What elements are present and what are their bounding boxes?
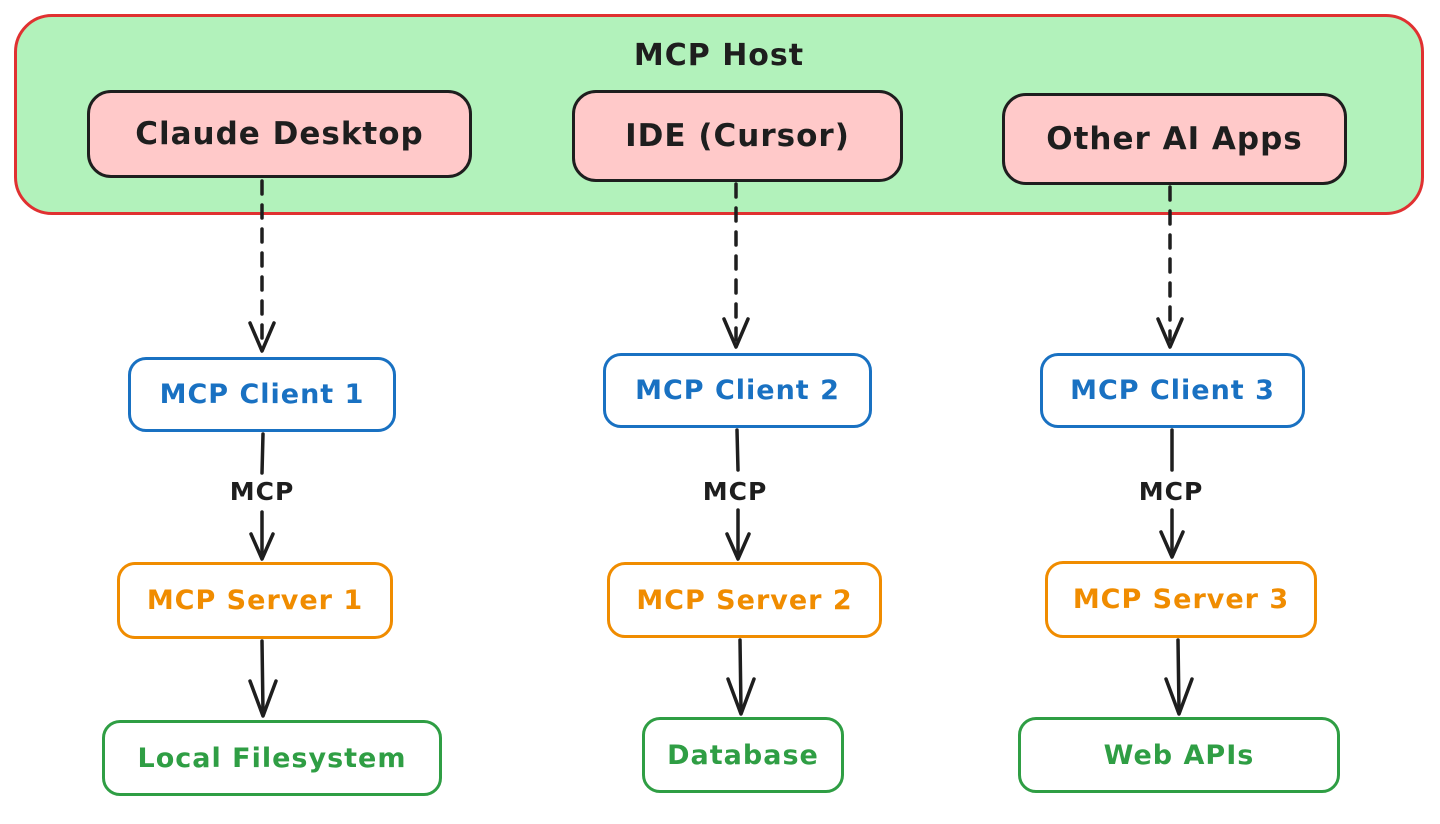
node-other-ai-apps-label: Other AI Apps bbox=[1046, 121, 1303, 157]
node-claude-desktop-label: Claude Desktop bbox=[135, 116, 424, 152]
node-web-apis: Web APIs bbox=[1018, 717, 1340, 793]
node-web-apis-label: Web APIs bbox=[1103, 739, 1255, 771]
node-local-filesystem-label: Local Filesystem bbox=[137, 742, 407, 774]
node-mcp-server-1: MCP Server 1 bbox=[117, 562, 393, 639]
node-database: Database bbox=[642, 717, 844, 793]
node-mcp-server-2: MCP Server 2 bbox=[607, 562, 882, 638]
node-mcp-client-3: MCP Client 3 bbox=[1040, 353, 1305, 428]
node-mcp-server-1-label: MCP Server 1 bbox=[146, 585, 364, 616]
node-ide-cursor: IDE (Cursor) bbox=[572, 90, 903, 182]
node-mcp-client-1-label: MCP Client 1 bbox=[159, 379, 365, 410]
node-mcp-client-1: MCP Client 1 bbox=[128, 357, 396, 432]
node-database-label: Database bbox=[667, 739, 819, 771]
node-mcp-client-3-label: MCP Client 3 bbox=[1070, 375, 1275, 406]
node-mcp-server-2-label: MCP Server 2 bbox=[636, 584, 853, 616]
mcp-host-title: MCP Host bbox=[633, 38, 805, 73]
node-mcp-client-2-label: MCP Client 2 bbox=[635, 375, 840, 406]
node-mcp-server-3: MCP Server 3 bbox=[1045, 561, 1317, 638]
protocol-label-2: MCP bbox=[702, 477, 768, 506]
protocol-label-1: MCP bbox=[229, 477, 295, 506]
node-local-filesystem: Local Filesystem bbox=[102, 720, 442, 796]
node-other-ai-apps: Other AI Apps bbox=[1002, 93, 1347, 185]
protocol-label-3: MCP bbox=[1138, 477, 1204, 506]
arrow-server-to-resource-1 bbox=[248, 639, 278, 718]
arrow-server-to-resource-3 bbox=[1164, 638, 1194, 716]
node-ide-cursor-label: IDE (Cursor) bbox=[625, 118, 850, 154]
node-mcp-client-2: MCP Client 2 bbox=[603, 353, 872, 428]
node-mcp-server-3-label: MCP Server 3 bbox=[1072, 584, 1290, 615]
node-claude-desktop: Claude Desktop bbox=[87, 90, 472, 178]
arrow-server-to-resource-2 bbox=[726, 638, 756, 716]
